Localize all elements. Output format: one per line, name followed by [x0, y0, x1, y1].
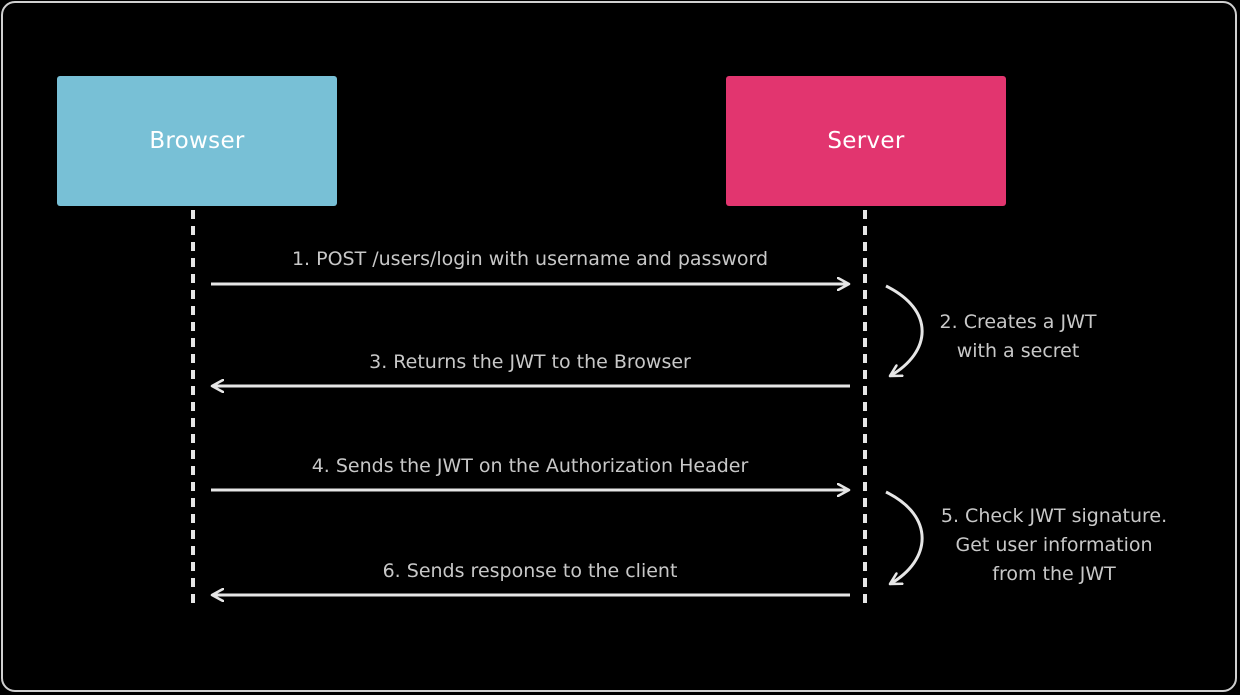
- note-step-2-line-1: 2. Creates a JWT: [939, 311, 1097, 333]
- note-step-5-line-3: from the JWT: [992, 563, 1116, 585]
- note-step-5: 5. Check JWT signature. Get user informa…: [941, 502, 1167, 589]
- message-label-6: 6. Sends response to the client: [382, 560, 678, 582]
- note-step-5-line-1: 5. Check JWT signature.: [940, 505, 1168, 527]
- note-step-2: 2. Creates a JWT with a secret: [940, 308, 1097, 366]
- browser-actor-box: Browser: [57, 76, 337, 206]
- note-step-5-line-2: Get user information: [955, 534, 1153, 556]
- self-call-arrow-2: [885, 284, 924, 378]
- browser-actor-label: Browser: [149, 128, 245, 154]
- self-call-arrow-5: [885, 490, 924, 586]
- message-label-3: 3. Returns the JWT to the Browser: [369, 351, 691, 373]
- server-actor-box: Server: [726, 76, 1006, 206]
- note-step-2-line-2: with a secret: [956, 340, 1080, 362]
- message-label-4: 4. Sends the JWT on the Authorization He…: [311, 455, 749, 477]
- server-actor-label: Server: [827, 128, 905, 154]
- message-label-1: 1. POST /users/login with username and p…: [291, 248, 769, 270]
